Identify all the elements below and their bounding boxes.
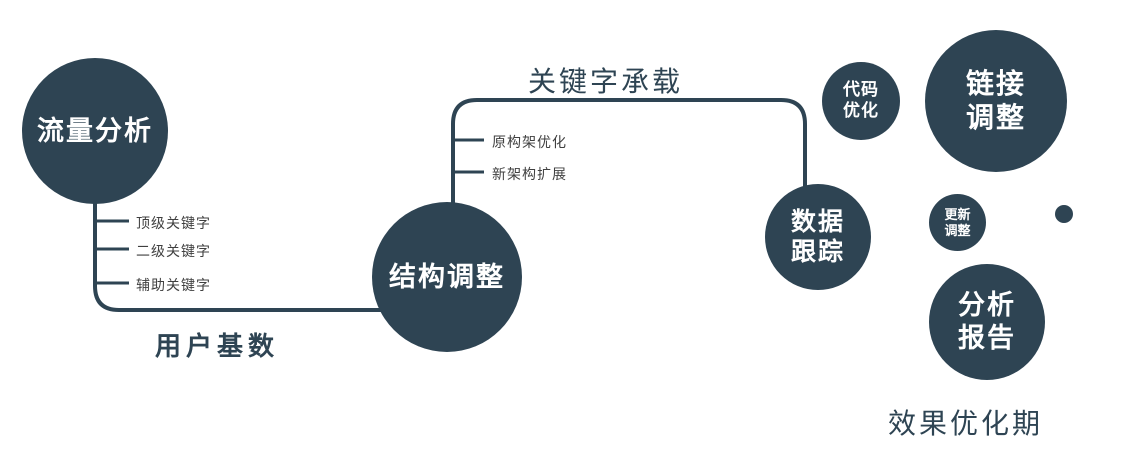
node-label: 流量分析	[37, 115, 153, 146]
branch-label-top-keywords: 顶级关键字	[136, 215, 211, 231]
branch-label-second-keywords: 二级关键字	[136, 243, 211, 259]
connector-traffic-to-structure	[93, 188, 382, 312]
node-update-adjustment: 更新 调整	[929, 194, 986, 251]
node-code-optimization: 代码 优化	[822, 62, 900, 140]
node-label-line: 更新	[944, 206, 971, 222]
node-label-line: 分析	[958, 290, 1016, 321]
node-traffic-analysis: 流量分析	[22, 58, 168, 204]
node-label-line: 优化	[843, 101, 879, 120]
node-label-line: 调整	[965, 102, 1026, 133]
connector-structure-to-data	[451, 98, 807, 208]
branch-label-arch-expand: 新架构扩展	[492, 166, 567, 182]
node-label-line: 跟踪	[790, 238, 845, 266]
edge-label-keyword-carrying: 关键字承载	[528, 66, 684, 97]
branch-label-arch-optimize: 原构架优化	[492, 134, 567, 150]
edge-label-user-base: 用户基数	[155, 331, 280, 361]
node-label: 结构调整	[389, 261, 505, 292]
node-label-line: 数据	[790, 207, 845, 236]
phase-label-effect-optimization: 效果优化期	[888, 408, 1044, 439]
node-label-line: 链接	[965, 67, 1026, 99]
node-label-line: 代码	[843, 80, 879, 100]
node-link-adjustment: 链接 调整	[925, 30, 1067, 172]
node-analysis-report: 分析 报告	[929, 264, 1045, 380]
dot-node	[1055, 205, 1073, 223]
node-label-line: 报告	[958, 323, 1016, 353]
branch-label-aux-keywords: 辅助关键字	[136, 277, 211, 293]
node-data-tracking: 数据 跟踪	[765, 184, 871, 290]
node-label-line: 调整	[944, 222, 971, 238]
node-structure-adjust: 结构调整	[372, 202, 522, 352]
